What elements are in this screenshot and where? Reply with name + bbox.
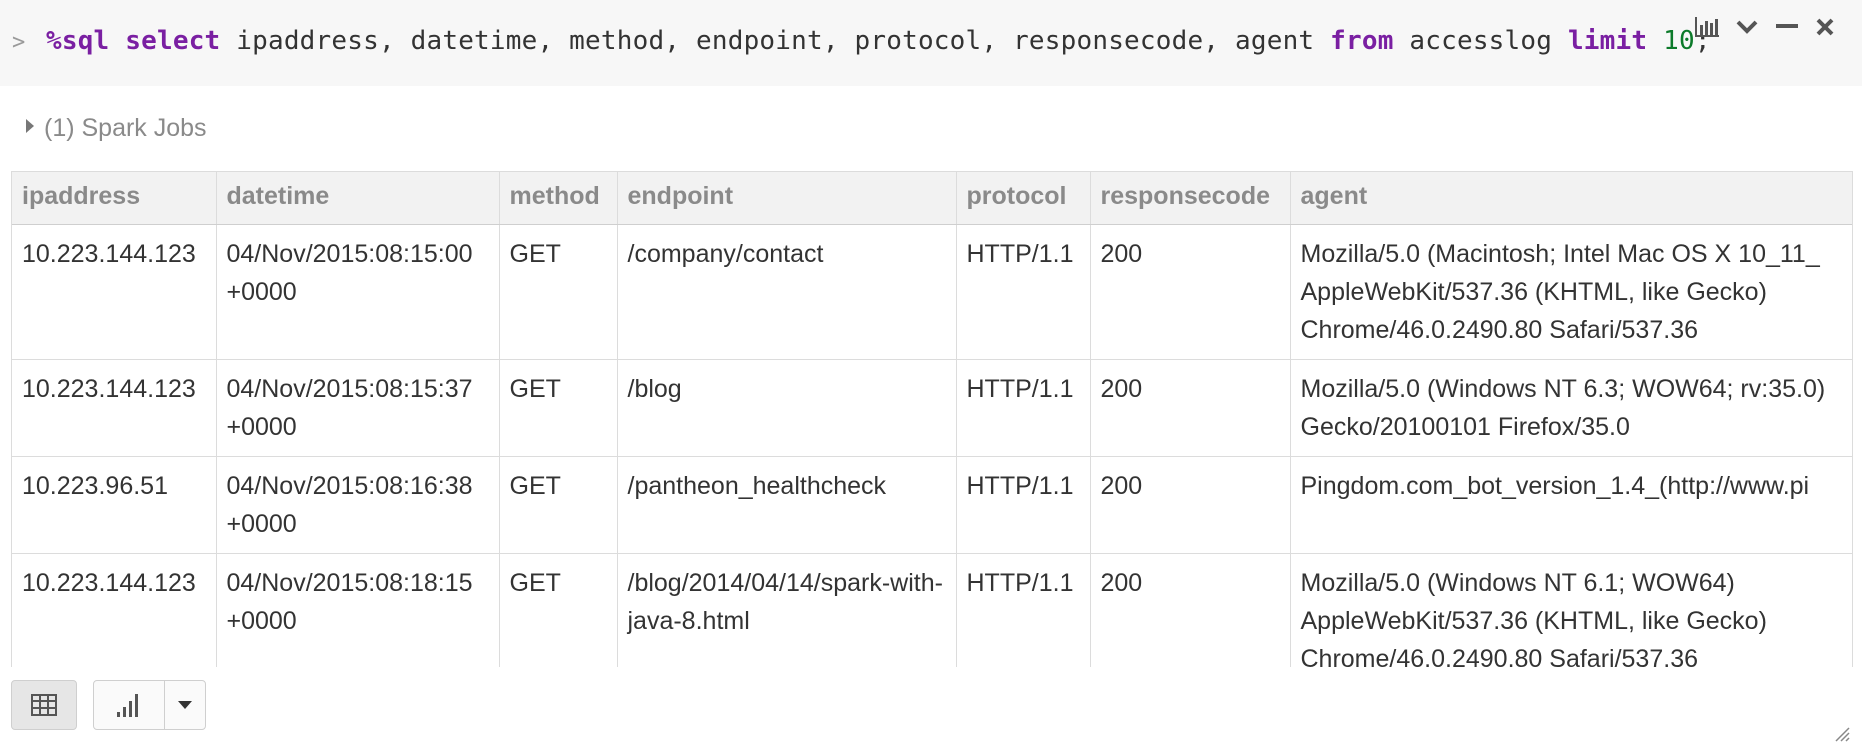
table-name: accesslog [1393,26,1568,56]
cell-protocol: HTTP/1.1 [956,553,1091,667]
limit-keyword: limit [1567,26,1648,56]
cell-protocol: HTTP/1.1 [956,456,1091,554]
cell-responsecode: 200 [1090,456,1291,554]
results-table: ipaddress datetime method endpoint proto… [12,171,1852,667]
cell-responsecode: 200 [1090,359,1291,457]
cell-endpoint: /blog [617,359,957,457]
expand-caret-icon [26,119,34,133]
cell-ipaddress: 10.223.144.123 [12,553,217,667]
column-header-agent[interactable]: agent [1290,171,1852,225]
prompt-glyph: > [12,30,26,55]
header-row: ipaddress datetime method endpoint proto… [12,171,1852,225]
cell-method: GET [499,456,618,554]
cell-method: GET [499,359,618,457]
table-row: 10.223.144.123 04/Nov/2015:08:15:37 +000… [12,359,1852,457]
cell-protocol: HTTP/1.1 [956,359,1091,457]
column-header-protocol[interactable]: protocol [956,171,1091,225]
cell-datetime: 04/Nov/2015:08:16:38 +0000 [216,456,500,554]
bar-chart-icon [117,694,138,717]
table-row: 10.223.144.123 04/Nov/2015:08:15:00 +000… [12,224,1852,360]
cell-actions [1692,12,1862,42]
spark-jobs-label: (1) Spark Jobs [44,114,207,142]
cell-ipaddress: 10.223.144.123 [12,224,217,360]
spark-jobs-toggle[interactable]: (1) Spark Jobs [26,114,207,143]
resize-handle-icon[interactable] [1834,726,1850,742]
table-row: 10.223.144.123 04/Nov/2015:08:18:15 +000… [12,553,1852,667]
table-view-button[interactable] [11,680,77,730]
cell-agent: Mozilla/5.0 (Windows NT 6.1; WOW64) Appl… [1290,553,1852,667]
cell-ipaddress: 10.223.144.123 [12,359,217,457]
column-header-datetime[interactable]: datetime [216,171,500,225]
cell-datetime: 04/Nov/2015:08:15:37 +0000 [216,359,500,457]
chevron-down-icon[interactable] [1732,12,1762,42]
table-row: 10.223.96.51 04/Nov/2015:08:16:38 +0000 … [12,456,1852,554]
select-keyword: select [125,26,221,56]
cell-responsecode: 200 [1090,553,1291,667]
cell-endpoint: /pantheon_healthcheck [617,456,957,554]
cell-agent: Mozilla/5.0 (Windows NT 6.3; WOW64; rv:3… [1290,359,1852,457]
close-icon[interactable] [1810,12,1840,42]
magic-keyword: %sql [46,26,110,56]
cell-responsecode: 200 [1090,224,1291,360]
cell-endpoint: /company/contact [617,224,957,360]
chart-view-button[interactable] [93,680,165,730]
cell-ipaddress: 10.223.96.51 [12,456,217,554]
caret-down-icon [178,701,192,709]
command-editor[interactable]: > %sql select ipaddress, datetime, metho… [0,0,1862,86]
cell-datetime: 04/Nov/2015:08:18:15 +0000 [216,553,500,667]
column-header-method[interactable]: method [499,171,618,225]
column-header-responsecode[interactable]: responsecode [1090,171,1291,225]
cell-method: GET [499,553,618,667]
cell-datetime: 04/Nov/2015:08:15:00 +0000 [216,224,500,360]
column-header-endpoint[interactable]: endpoint [617,171,957,225]
table-icon [31,694,57,716]
limit-value: 10 [1663,26,1695,56]
columns-text: ipaddress, datetime, method, endpoint, p… [220,26,1331,56]
chart-icon[interactable] [1692,12,1722,42]
cell-agent: Mozilla/5.0 (Macintosh; Intel Mac OS X 1… [1290,224,1852,360]
results-table-container[interactable]: ipaddress datetime method endpoint proto… [11,171,1853,667]
minimize-icon[interactable] [1772,12,1802,42]
chart-options-dropdown[interactable] [164,680,206,730]
from-keyword: from [1330,26,1394,56]
cell-agent: Pingdom.com_bot_version_1.4_(http://www.… [1290,456,1852,554]
column-header-ipaddress[interactable]: ipaddress [12,171,217,225]
sql-command[interactable]: %sql select ipaddress, datetime, method,… [46,26,1711,56]
cell-endpoint: /blog/2014/04/14/spark-with-java-8.html [617,553,957,667]
cell-method: GET [499,224,618,360]
cell-protocol: HTTP/1.1 [956,224,1091,360]
